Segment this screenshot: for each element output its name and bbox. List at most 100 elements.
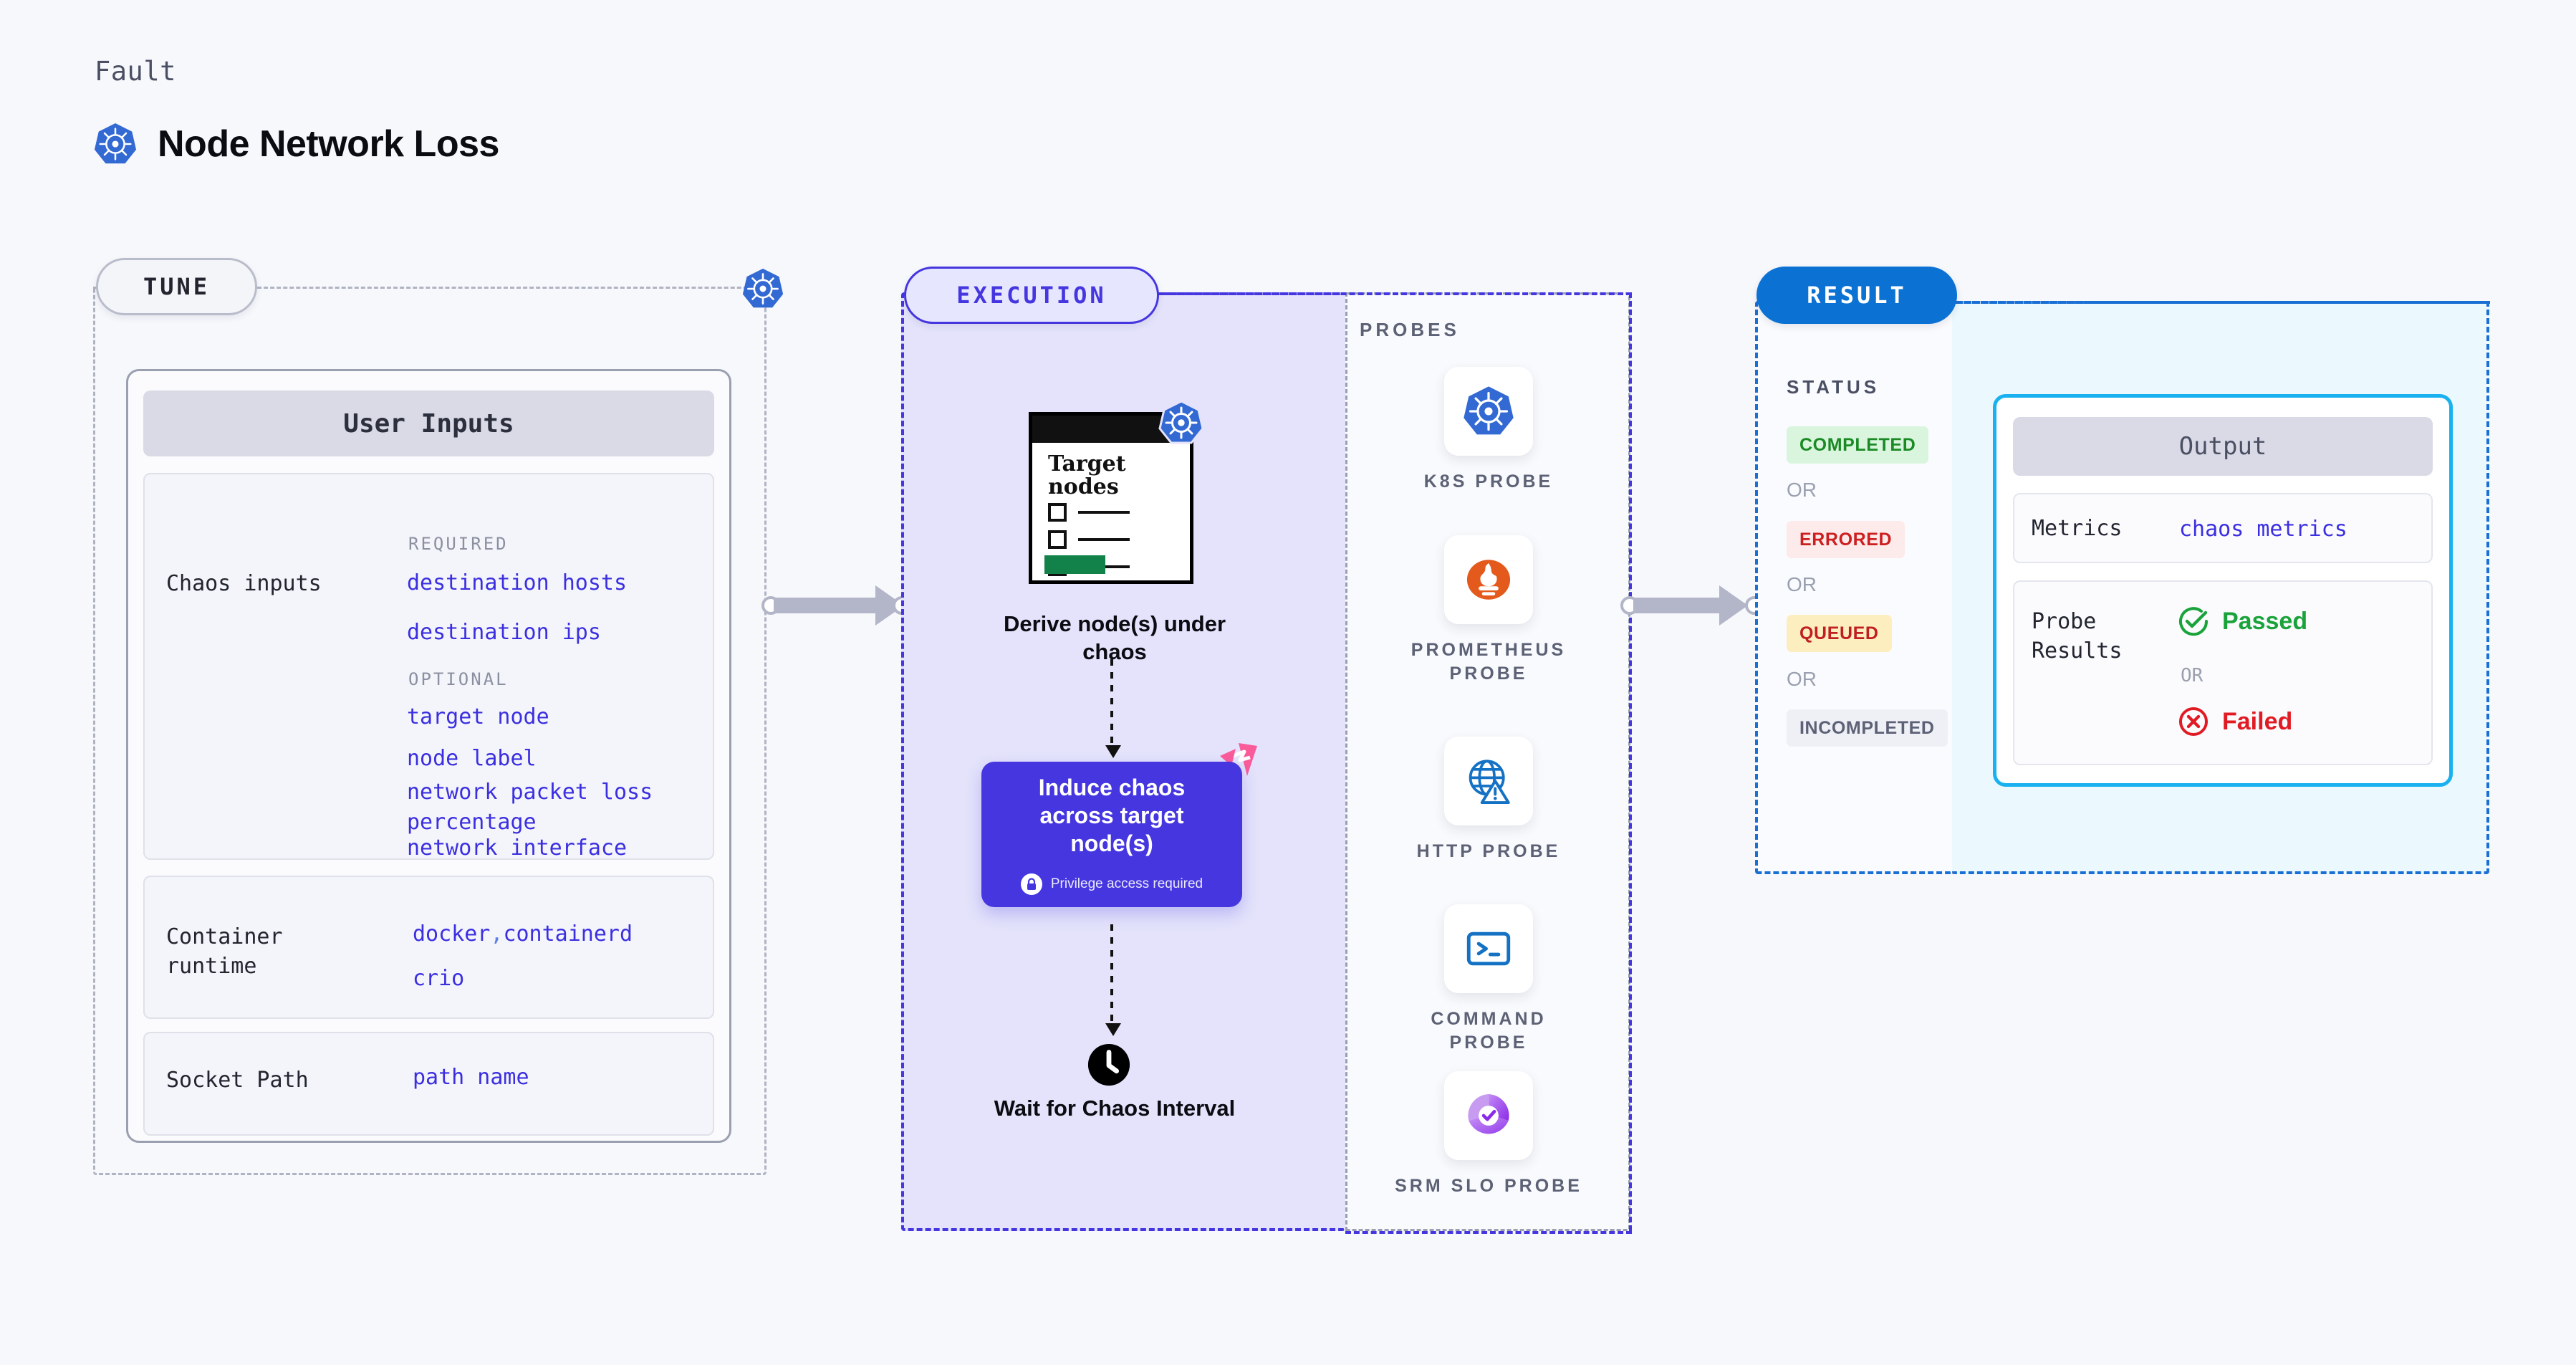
metrics-label: Metrics <box>2032 516 2123 541</box>
metrics-value[interactable]: chaos metrics <box>2179 517 2347 542</box>
privilege-note-text: Privilege access required <box>1050 876 1203 892</box>
eyebrow-label: Fault <box>95 56 176 87</box>
check-circle-icon <box>2179 607 2209 636</box>
flow-arrow-2 <box>1110 924 1113 1025</box>
execution-right-dashed-edge <box>1629 292 1632 1231</box>
or-label-1: OR <box>1787 479 1817 501</box>
socket-path-label: Socket Path <box>166 1068 309 1093</box>
doc-list-item <box>1048 530 1130 549</box>
doc-line <box>1078 538 1130 541</box>
status-title: STATUS <box>1787 376 1880 398</box>
user-inputs-header: User Inputs <box>143 391 714 456</box>
failed-label: Failed <box>2222 707 2293 735</box>
execution-top-dashed-edge <box>1159 292 1632 295</box>
connector-line-1 <box>774 598 893 613</box>
probe-results-label: Probe Results <box>2032 609 2123 664</box>
flow-arrowhead-1 <box>1105 745 1121 758</box>
input-value[interactable]: network interface <box>407 835 628 861</box>
probe-tile <box>1444 904 1533 993</box>
doc-title: Target nodes <box>1048 451 1126 500</box>
clock-icon <box>1087 1043 1130 1086</box>
probe-result-failed: Failed <box>2178 706 2292 737</box>
chaos-inputs-card <box>143 473 714 860</box>
probe-item-prometheus[interactable]: PROMETHEUS PROBE <box>1388 535 1589 685</box>
probe-tile <box>1444 737 1533 825</box>
prometheus-icon <box>1466 560 1511 600</box>
probe-label: K8S PROBE <box>1423 471 1554 492</box>
x-circle-icon <box>2179 707 2208 736</box>
flow-arrow-1 <box>1110 659 1113 747</box>
optional-tag: OPTIONAL <box>408 669 509 689</box>
kubernetes-icon <box>1464 386 1514 435</box>
tune-pill[interactable]: TUNE <box>96 258 257 315</box>
input-value[interactable]: node label <box>407 746 537 771</box>
passed-label: Passed <box>2222 607 2308 635</box>
lock-icon <box>1020 873 1042 896</box>
privilege-note: Privilege access required <box>1020 873 1203 896</box>
required-tag: REQUIRED <box>408 534 509 554</box>
srm-slo-icon <box>1468 1093 1509 1134</box>
runtime-values-line1[interactable]: docker,containerd <box>413 919 633 949</box>
chaos-inputs-label: Chaos inputs <box>166 571 322 596</box>
probe-label: HTTP PROBE <box>1416 841 1561 861</box>
probes-divider <box>1345 292 1347 1231</box>
doc-line <box>1078 511 1130 514</box>
globe-warning-icon <box>1469 760 1510 805</box>
runtime-comma: , <box>490 921 504 947</box>
status-badge-errored: ERRORED <box>1787 521 1905 558</box>
induce-chaos-box[interactable]: Induce chaos across target node(s) Privi… <box>981 762 1242 907</box>
probe-item-srm-slo[interactable]: SRM SLO PROBE <box>1388 1071 1589 1198</box>
derive-step-caption: Derive node(s) under chaos <box>1003 611 1226 664</box>
flow-arrowhead-2 <box>1105 1023 1121 1036</box>
container-runtime-label: Container runtime <box>166 924 283 979</box>
connector-line-2 <box>1633 598 1735 613</box>
status-badge-incompleted: INCOMPLETED <box>1787 709 1948 747</box>
runtime-docker[interactable]: docker <box>413 921 491 947</box>
probe-item-command[interactable]: COMMAND PROBE <box>1388 904 1589 1054</box>
execution-bottom-dashed-edge <box>1345 1231 1632 1234</box>
page-title: Node Network Loss <box>158 123 499 165</box>
or-label-output: OR <box>2181 665 2203 686</box>
input-value[interactable]: network packet loss percentage <box>407 780 653 835</box>
result-section-frame <box>1755 301 1952 874</box>
output-probe-results-row <box>2013 580 2433 765</box>
probe-tile <box>1444 535 1533 624</box>
status-badge-completed: COMPLETED <box>1787 426 1929 464</box>
kubernetes-icon <box>1158 400 1204 444</box>
or-label-3: OR <box>1787 668 1817 690</box>
tune-header-dashed-line <box>257 287 767 289</box>
runtime-crio[interactable]: crio <box>413 966 465 991</box>
status-badge-queued: QUEUED <box>1787 615 1892 652</box>
doc-progress-bar <box>1044 555 1105 574</box>
socket-path-value[interactable]: path name <box>413 1065 529 1090</box>
or-label-2: OR <box>1787 573 1817 595</box>
probe-item-k8s[interactable]: K8S PROBE <box>1388 367 1589 494</box>
page-title-row: Node Network Loss <box>93 122 499 166</box>
probe-tile <box>1444 367 1533 456</box>
output-metrics-row <box>2013 493 2433 563</box>
probe-label: PROMETHEUS PROBE <box>1410 640 1567 684</box>
runtime-containerd[interactable]: containerd <box>503 921 633 947</box>
output-card-header: Output <box>2013 417 2433 476</box>
checkbox-icon <box>1048 530 1067 549</box>
socket-path-card <box>143 1032 714 1136</box>
input-value[interactable]: destination ips <box>407 620 601 645</box>
container-runtime-card <box>143 876 714 1019</box>
probe-item-http[interactable]: HTTP PROBE <box>1388 737 1589 863</box>
result-pill[interactable]: RESULT <box>1756 267 1957 324</box>
input-value[interactable]: destination hosts <box>407 570 628 595</box>
wait-step-caption: Wait for Chaos Interval <box>994 1096 1236 1121</box>
probe-label: SRM SLO PROBE <box>1395 1176 1582 1196</box>
result-header-dashed-line <box>1957 301 2490 304</box>
execution-pill[interactable]: EXECUTION <box>904 267 1159 324</box>
connector-arrowhead-2 <box>1719 585 1748 626</box>
checkbox-icon <box>1048 503 1067 522</box>
kubernetes-icon <box>94 123 137 164</box>
probe-result-passed: Passed <box>2178 605 2307 637</box>
tune-section-frame <box>93 287 766 1175</box>
induce-chaos-title: Induce chaos across target node(s) <box>1038 774 1186 857</box>
input-value[interactable]: target node <box>407 704 549 729</box>
probes-title: PROBES <box>1360 319 1460 340</box>
terminal-icon <box>1466 931 1511 966</box>
